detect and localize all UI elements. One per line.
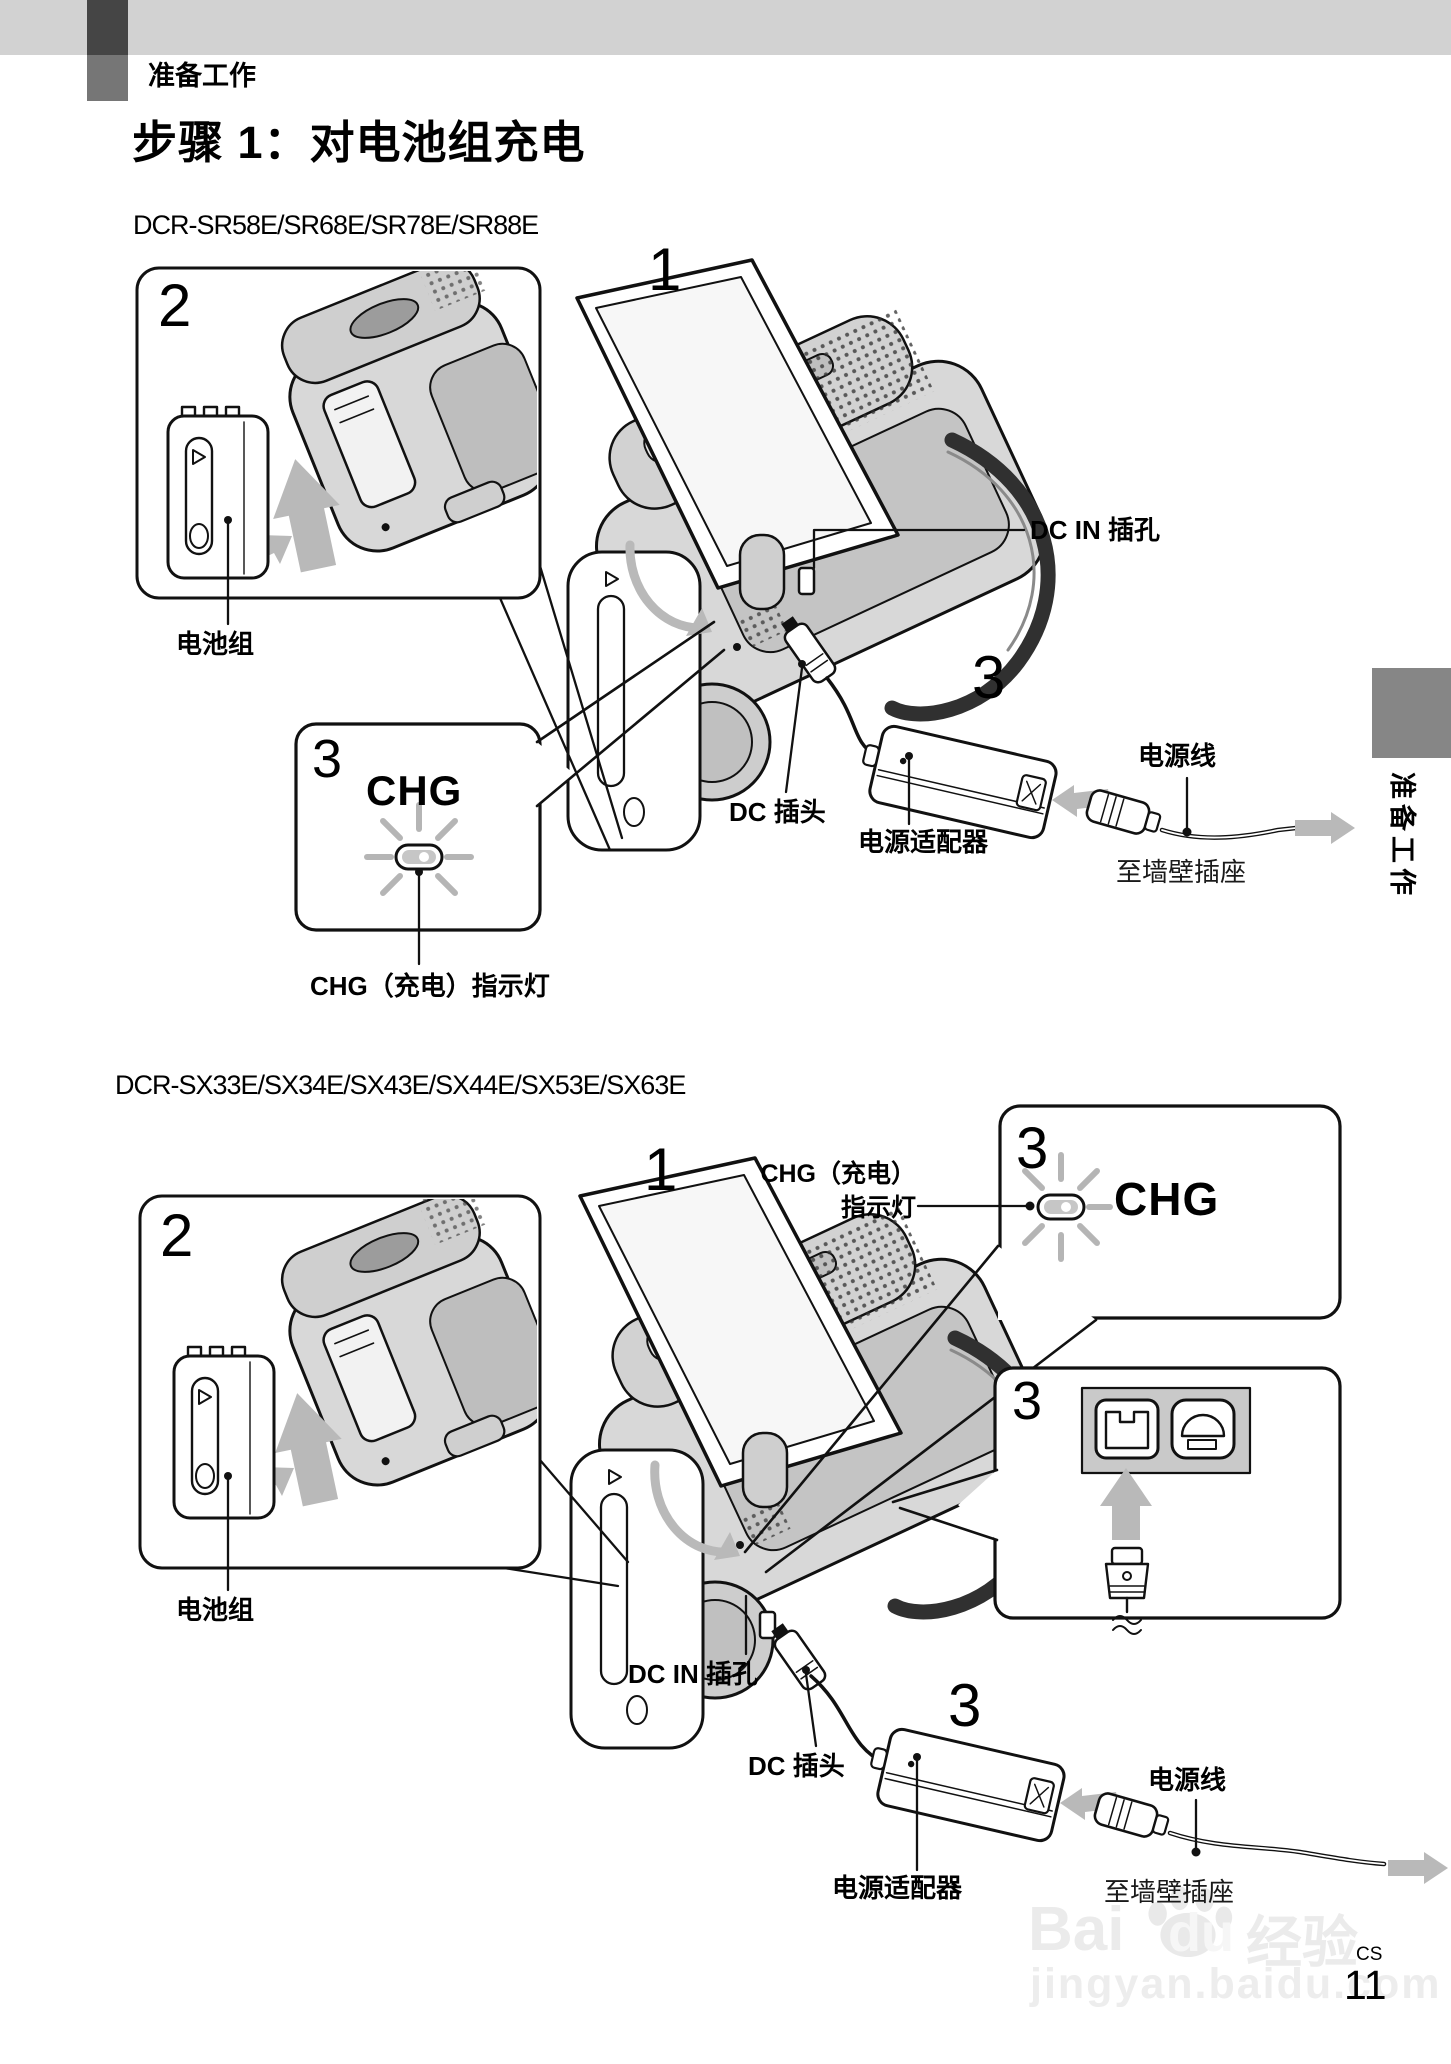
watermark-brand-latin-2: du bbox=[1168, 1903, 1234, 1963]
top-band bbox=[0, 0, 1451, 55]
model-line-sx: DCR-SX33E/SX34E/SX43E/SX44E/SX53E/SX63E bbox=[115, 1070, 686, 1100]
watermark-url: jingyan.baidu.com bbox=[1030, 1960, 1442, 2008]
chg-lamp-rays-sr bbox=[364, 802, 474, 896]
chg-lamp-label-sx: CHG bbox=[1114, 1173, 1220, 1225]
chg-lamp-label-sr: CHG bbox=[366, 767, 463, 814]
page-title: 步骤 1：对电池组充电 bbox=[132, 117, 586, 168]
step-1-number-sx: 1 bbox=[644, 1136, 678, 1203]
footer-language-code: CS bbox=[1356, 1944, 1383, 1965]
section-eyebrow: 准备工作 bbox=[148, 61, 256, 91]
footer-page-number: 11 bbox=[1344, 1962, 1387, 2008]
paw-icon bbox=[1148, 1886, 1233, 1958]
wall-outlet-label-sr: 至墙壁插座 bbox=[1116, 858, 1247, 887]
dc-in-jack-label-sx: DC IN 插孔 bbox=[628, 1659, 759, 1689]
dc-in-jack-label-sr: DC IN 插孔 bbox=[1030, 515, 1161, 545]
watermark-brand-latin-1: Bai bbox=[1028, 1895, 1125, 1964]
ac-adapter-label-sr: 电源适配器 bbox=[858, 827, 989, 857]
corner-square-mid bbox=[87, 55, 128, 101]
battery-pack-label-sr: 电池组 bbox=[176, 629, 255, 659]
chg-lamp-rays-sx bbox=[1022, 1152, 1113, 1262]
chg-indicator-label-sr: CHG（充电）指示灯 bbox=[310, 971, 550, 1001]
model-line-sr: DCR-SR58E/SR68E/SR78E/SR88E bbox=[133, 210, 539, 240]
step-2-number-sx: 2 bbox=[160, 1202, 194, 1269]
leader-lines-sx bbox=[226, 1204, 1198, 1872]
step-3-number-chgbox-sx: 3 bbox=[1016, 1116, 1049, 1181]
step-1-number-sr: 1 bbox=[648, 236, 682, 303]
step-3-number-ports-sx: 3 bbox=[1012, 1371, 1043, 1431]
power-cord-label-sr: 电源线 bbox=[1138, 741, 1217, 771]
side-tab bbox=[1372, 668, 1451, 758]
step-3-number-adapter-sx: 3 bbox=[948, 1672, 982, 1739]
step-2-number-sr: 2 bbox=[158, 272, 192, 339]
watermark-brand-cn: 经验 bbox=[1246, 1911, 1358, 1974]
side-tab-label: 准备工作 bbox=[1387, 772, 1417, 900]
ac-adapter-label-sx: 电源适配器 bbox=[832, 1873, 963, 1903]
step-3-number-adapter-sr: 3 bbox=[972, 644, 1006, 711]
wall-outlet-label-sx: 至墙壁插座 bbox=[1104, 1878, 1235, 1907]
corner-square-dark bbox=[87, 0, 128, 55]
chg-indicator-line1-sx: CHG（充电） bbox=[760, 1160, 916, 1188]
chg-indicator-line2-sx: 指示灯 bbox=[840, 1194, 916, 1222]
diagram-sx bbox=[138, 1104, 1448, 1884]
dc-plug-label-sr: DC 插头 bbox=[729, 797, 826, 827]
dc-plug-label-sx: DC 插头 bbox=[748, 1751, 845, 1781]
step-3-number-chgbox-sr: 3 bbox=[312, 729, 343, 789]
power-cord-label-sx: 电源线 bbox=[1148, 1765, 1227, 1795]
diagram-sr bbox=[135, 242, 1355, 966]
battery-pack-label-sx: 电池组 bbox=[176, 1595, 255, 1625]
leader-lines-sr bbox=[226, 520, 1189, 966]
